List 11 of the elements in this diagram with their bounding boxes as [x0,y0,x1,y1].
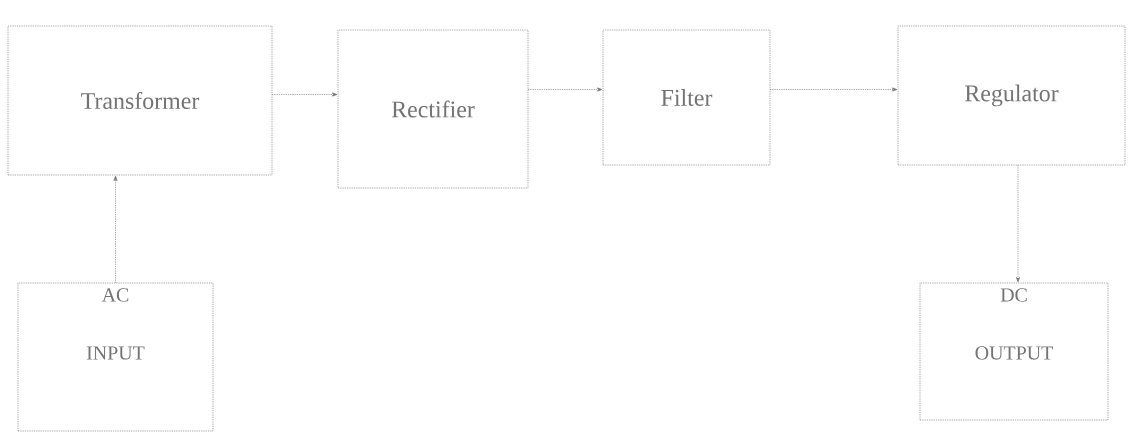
arrow [769,87,898,92]
arrow [527,87,603,92]
block-box: DC OUTPUT [919,282,1109,421]
block-box: Rectifier [337,29,529,189]
block-box: AC INPUT [17,282,214,432]
block-box: Regulator [897,25,1126,166]
block-box: Filter [602,29,771,166]
arrow [271,92,338,97]
block-box: Transformer [7,25,273,176]
arrow [113,175,118,284]
arrow [1016,164,1020,283]
